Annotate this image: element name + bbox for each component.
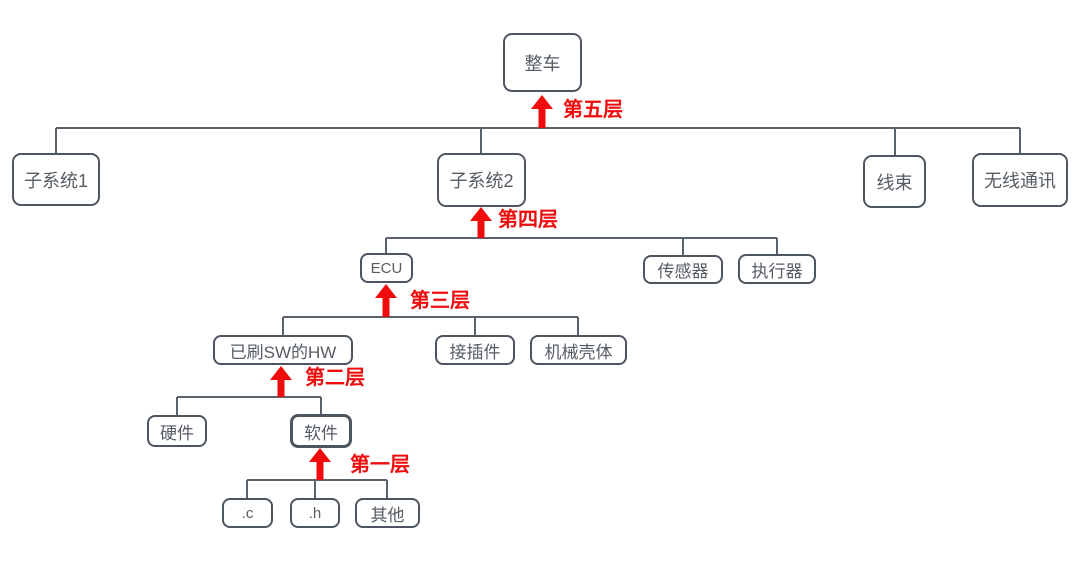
up-arrow-level1-icon <box>309 448 331 480</box>
node-vehicle[interactable]: 整车 <box>503 33 582 92</box>
level-label-4: 第四层 <box>498 209 558 231</box>
node-plug-connector[interactable]: 接插件 <box>435 335 515 365</box>
up-arrow-level5-icon <box>531 95 553 128</box>
node-subsystem2[interactable]: 子系统2 <box>437 153 526 207</box>
node-software[interactable]: 软件 <box>290 414 352 448</box>
node-hardware[interactable]: 硬件 <box>147 415 207 447</box>
node-wireless[interactable]: 无线通讯 <box>972 153 1068 207</box>
up-arrow-level4-icon <box>470 207 492 238</box>
up-arrow-level2-icon <box>270 366 292 397</box>
node-mech-housing[interactable]: 机械壳体 <box>530 335 627 365</box>
level-label-1: 第一层 <box>350 454 410 476</box>
level-label-2: 第二层 <box>305 367 365 389</box>
node-sensor[interactable]: 传感器 <box>643 255 723 284</box>
node-harness[interactable]: 线束 <box>863 155 926 208</box>
bus-level1 <box>176 396 322 416</box>
node-h-file[interactable]: .h <box>290 498 340 528</box>
node-other[interactable]: 其他 <box>355 498 420 528</box>
node-subsystem1[interactable]: 子系统1 <box>12 153 100 206</box>
bus-level3 <box>385 237 778 256</box>
node-ecu[interactable]: ECU <box>360 253 413 283</box>
bus-level4 <box>55 127 1021 156</box>
bus-level2 <box>282 316 579 336</box>
level-label-3: 第三层 <box>410 290 470 312</box>
node-c-file[interactable]: .c <box>222 498 273 528</box>
bus-level0 <box>246 479 388 499</box>
level-label-5: 第五层 <box>563 99 623 121</box>
node-actuator[interactable]: 执行器 <box>738 254 816 284</box>
up-arrow-level3-icon <box>375 284 397 317</box>
node-hw-with-sw[interactable]: 已刷SW的HW <box>213 335 353 365</box>
